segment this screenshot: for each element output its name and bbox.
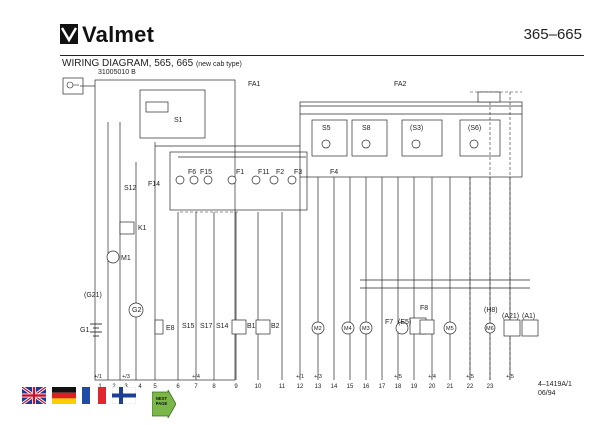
label-S17: S17: [200, 323, 213, 330]
label-G21: (G21): [84, 292, 102, 299]
ground-reference: +/1: [296, 374, 304, 380]
wiring-diagram: 31005010 B S1 S12 K1 M1 (G21) G1 G2 E8 S…: [60, 62, 585, 392]
valmet-logo-mark-icon: [60, 24, 78, 44]
ground-references: +/1 +/3 +/4 +/1 +/3 +/5 +/4 +/5 +/5: [94, 374, 514, 380]
column-number: 7: [194, 384, 198, 390]
label-F8: F8: [420, 305, 428, 312]
ground-reference: +/3: [122, 374, 130, 380]
column-number: 16: [363, 384, 370, 390]
ground-reference: +/5: [506, 374, 514, 380]
label-M5: M5: [446, 326, 454, 332]
column-number: 11: [279, 384, 286, 390]
column-number: 18: [395, 384, 402, 390]
document-reference: 4–1419A/1 06/94: [538, 380, 572, 398]
label-F14: F14: [148, 181, 160, 188]
label-F15: F15: [200, 169, 212, 176]
label-M4: M4: [344, 326, 352, 332]
label-S6: (S6): [468, 125, 481, 132]
germany-flag-icon[interactable]: [52, 387, 76, 404]
language-flags: [22, 387, 140, 407]
label-F11: F11: [258, 169, 270, 176]
column-number: 21: [447, 384, 454, 390]
label-A1: (A1): [522, 313, 535, 320]
column-number: 4: [138, 384, 142, 390]
model-range: 365–665: [523, 26, 582, 43]
column-number: 17: [379, 384, 386, 390]
ignition-key-icon: [66, 81, 79, 89]
label-H8: (H8): [484, 307, 498, 314]
label-M6: M6: [486, 326, 494, 332]
label-M2: M2: [314, 326, 322, 332]
ground-reference: +/5: [394, 374, 402, 380]
column-number: 23: [487, 384, 494, 390]
column-number: 22: [467, 384, 474, 390]
label-E8: E8: [166, 325, 175, 332]
label-M3: M3: [362, 326, 370, 332]
column-number: 5: [153, 384, 157, 390]
label-E5: (E5): [398, 319, 411, 326]
column-number: 20: [429, 384, 436, 390]
ground-reference: +/3: [314, 374, 322, 380]
label-S1: S1: [174, 117, 183, 124]
column-number: 15: [347, 384, 354, 390]
header-rule: [60, 55, 584, 57]
label-S15: S15: [182, 323, 195, 330]
label-B2: B2: [271, 323, 280, 330]
label-M1: M1: [121, 255, 131, 262]
column-number: 10: [255, 384, 262, 390]
label-S14: S14: [216, 323, 229, 330]
label-G1: G1: [80, 327, 89, 334]
uk-flag-icon[interactable]: [22, 387, 46, 404]
ground-reference: +/4: [192, 374, 200, 380]
label-K1: K1: [138, 225, 147, 232]
label-S5: S5: [322, 125, 331, 132]
document-date: 06/94: [538, 390, 556, 397]
column-number: 8: [212, 384, 216, 390]
label-A21: (A21): [502, 313, 519, 320]
page-title: WIRING DIAGRAM, 565, 665 (new cab type): [62, 58, 242, 69]
label-B1: B1: [247, 323, 256, 330]
label-S12: S12: [124, 185, 137, 192]
column-number: 9: [234, 384, 238, 390]
finland-flag-icon[interactable]: [112, 387, 136, 404]
page-title-note: (new cab type): [195, 61, 242, 68]
document-number: 4–1419A/1: [538, 381, 572, 388]
column-number: 19: [411, 384, 418, 390]
label-S3: (S3): [410, 125, 423, 132]
ground-reference: +/4: [428, 374, 436, 380]
label-G2: G2: [132, 307, 141, 314]
label-F2: F2: [276, 169, 284, 176]
next-page-arrow-icon: [151, 388, 177, 420]
schematic-svg: 31005010 B S1 S12 K1 M1 (G21) G1 G2 E8 S…: [62, 69, 539, 390]
brand-name: Valmet: [82, 22, 155, 47]
label-F1: F1: [236, 169, 244, 176]
column-number: 14: [331, 384, 338, 390]
column-number: 13: [315, 384, 322, 390]
france-flag-icon[interactable]: [82, 387, 106, 404]
label-FA1: FA1: [248, 81, 261, 88]
next-page-button[interactable]: NEXT PAGE: [151, 388, 177, 420]
label-F3: F3: [294, 169, 302, 176]
label-F4: F4: [330, 169, 338, 176]
ground-reference: +/5: [466, 374, 474, 380]
drawing-number: 31005010 B: [98, 69, 136, 76]
ground-reference: +/1: [94, 374, 102, 380]
label-F6: F6: [188, 169, 196, 176]
page-title-text: WIRING DIAGRAM, 565, 665: [62, 58, 194, 69]
column-number: 12: [297, 384, 304, 390]
valmet-logo: Valmet: [60, 18, 180, 50]
label-S8: S8: [362, 125, 371, 132]
label-FA2: FA2: [394, 81, 407, 88]
label-F7: F7: [385, 319, 393, 326]
next-page-label: NEXT PAGE: [155, 396, 168, 406]
column-number: 6: [176, 384, 180, 390]
page-header: Valmet 365–665 WIRING DIAGRAM, 565, 665 …: [0, 10, 600, 69]
